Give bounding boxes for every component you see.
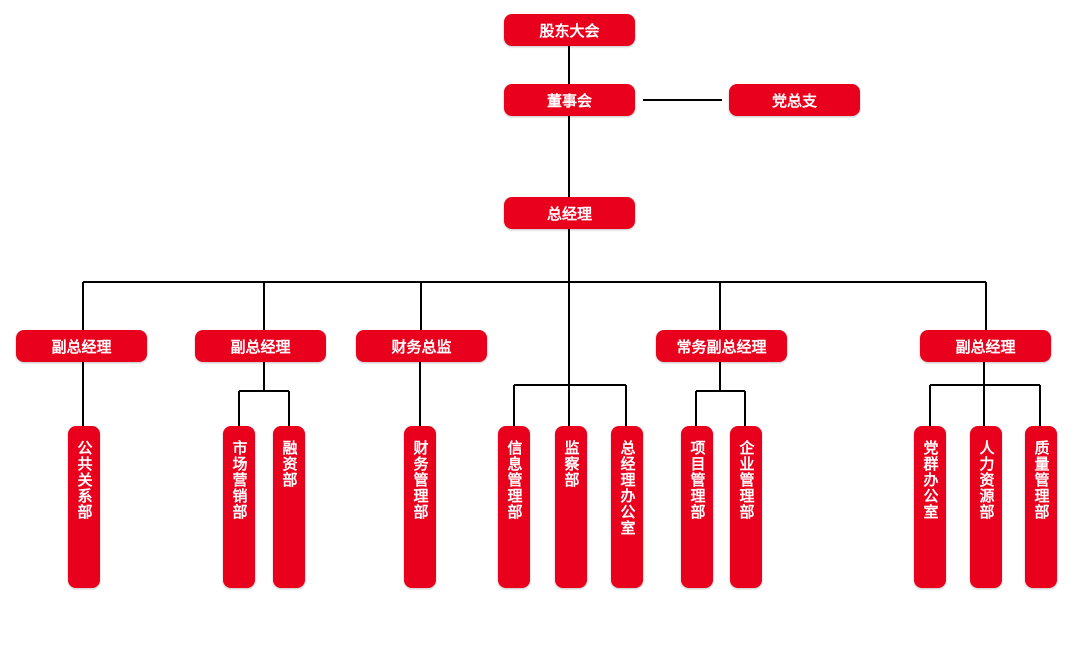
dept-financing: 融资部 <box>273 426 305 588</box>
party-branch-node: 党总支 <box>729 84 860 116</box>
board-node: 董事会 <box>504 84 635 116</box>
dept-public-relations: 公共关系部 <box>68 426 100 588</box>
cfo-node: 财务总监 <box>356 330 487 362</box>
vp-node-3: 副总经理 <box>920 330 1051 362</box>
dept-audit: 监察部 <box>555 426 587 588</box>
dept-party-office: 党群办公室 <box>914 426 946 588</box>
general-manager-node: 总经理 <box>504 197 635 229</box>
dept-information: 信息管理部 <box>498 426 530 588</box>
dept-project: 项目管理部 <box>681 426 713 588</box>
dept-finance: 财务管理部 <box>404 426 436 588</box>
dept-marketing: 市场营销部 <box>223 426 255 588</box>
dept-gm-office: 总经理办公室 <box>611 426 643 588</box>
shareholders-node: 股东大会 <box>504 14 635 46</box>
vp-node-1: 副总经理 <box>16 330 147 362</box>
dept-quality: 质量管理部 <box>1025 426 1057 588</box>
dept-enterprise: 企业管理部 <box>730 426 762 588</box>
vp-node-2: 副总经理 <box>195 330 326 362</box>
dept-hr: 人力资源部 <box>970 426 1002 588</box>
executive-vp-node: 常务副总经理 <box>656 330 787 362</box>
